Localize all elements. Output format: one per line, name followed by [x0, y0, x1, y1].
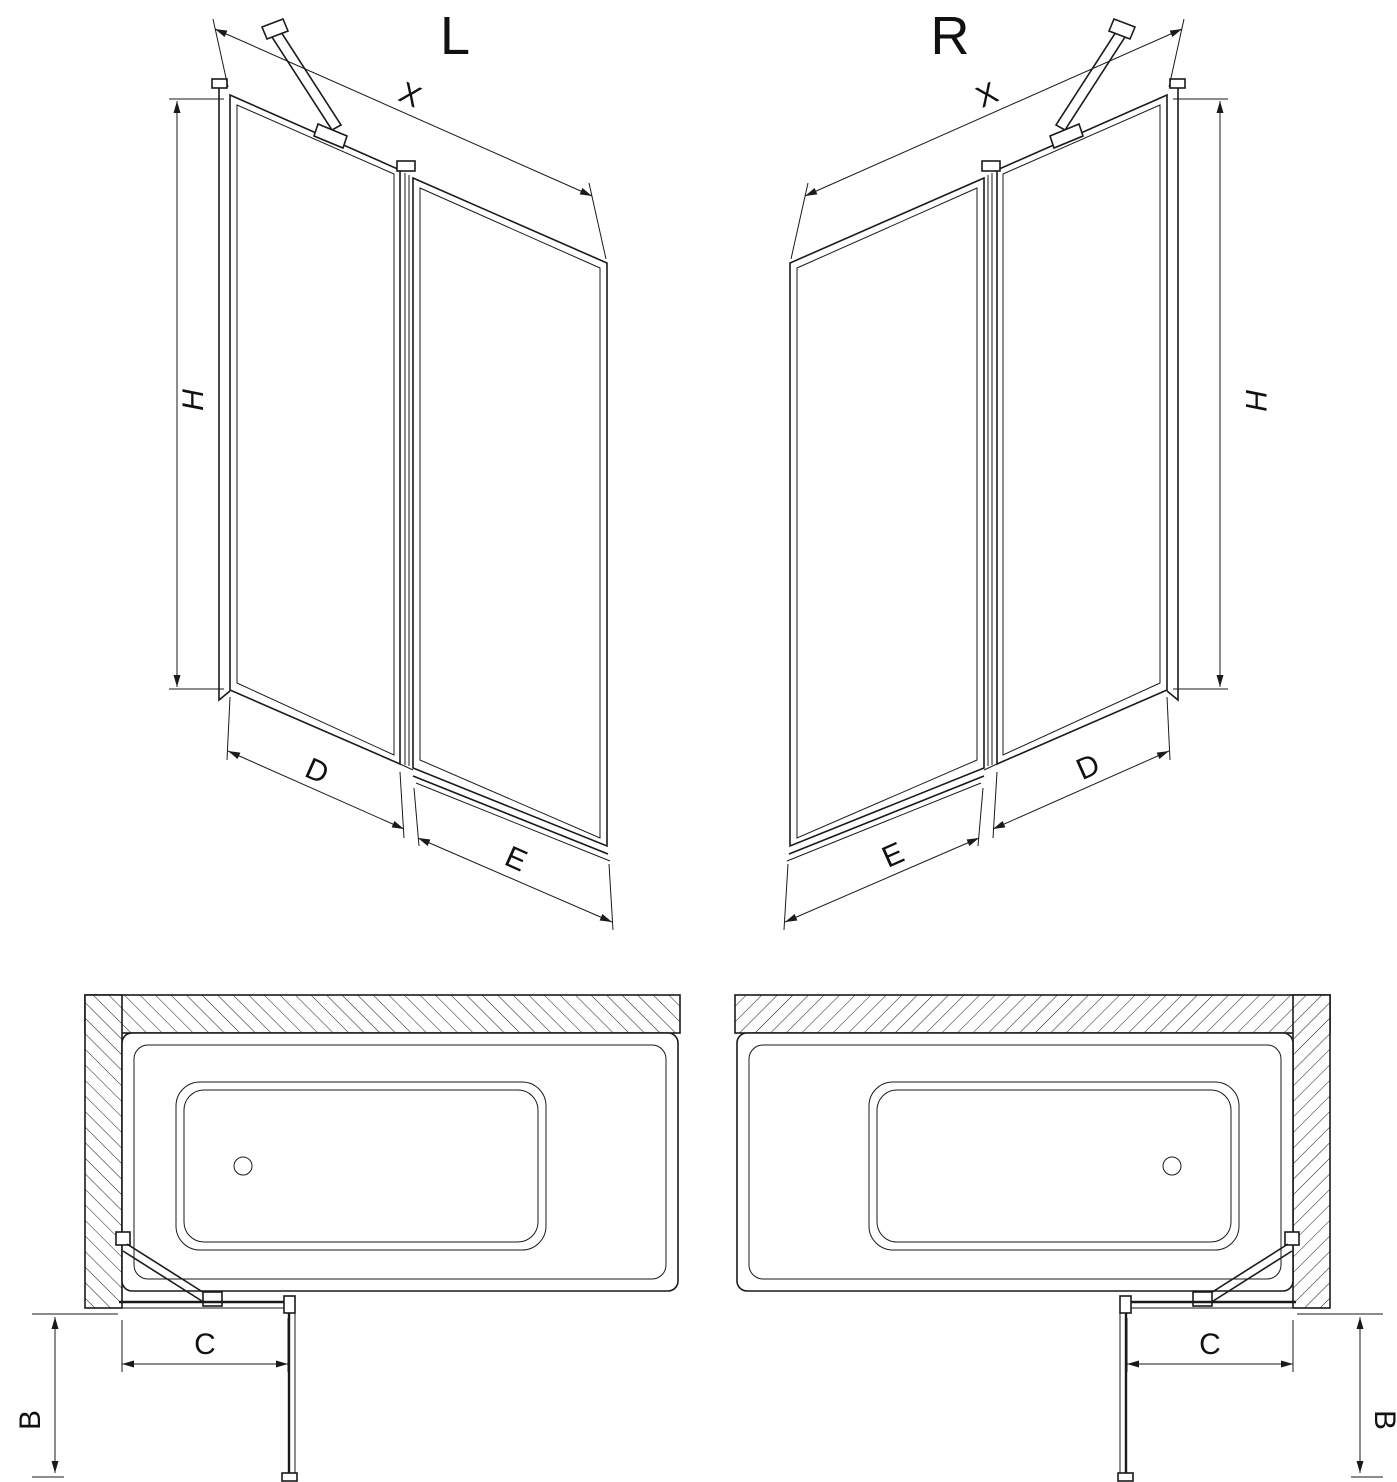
dim-label-x-left: X [394, 76, 426, 114]
view-label-right: R [931, 6, 970, 66]
dim-label-c-left: C [194, 1328, 216, 1361]
view-label-left: L [440, 6, 470, 66]
dim-label-e-right: E [877, 836, 909, 874]
plan-view-right: C B [735, 995, 1397, 1481]
dim-label-b-left: B [14, 1410, 47, 1430]
front-view-left-geometry [169, 19, 613, 930]
plan-view-right-geometry [735, 995, 1383, 1481]
plan-view-left-geometry [32, 995, 680, 1481]
dim-label-b-right: B [1368, 1410, 1397, 1430]
dim-label-e-left: E [500, 840, 532, 878]
dim-label-h-left: H [177, 389, 210, 411]
dim-label-x-right: X [971, 76, 1003, 114]
dim-label-h-right: H [1239, 389, 1272, 411]
front-view-right: R X H D E [784, 6, 1272, 930]
dim-label-c-right: C [1199, 1328, 1221, 1361]
dim-label-d-right: D [1072, 748, 1105, 787]
front-view-right-geometry [784, 19, 1228, 930]
plan-view-left: C B [14, 995, 680, 1481]
front-view-left: L X H D E [169, 6, 613, 930]
